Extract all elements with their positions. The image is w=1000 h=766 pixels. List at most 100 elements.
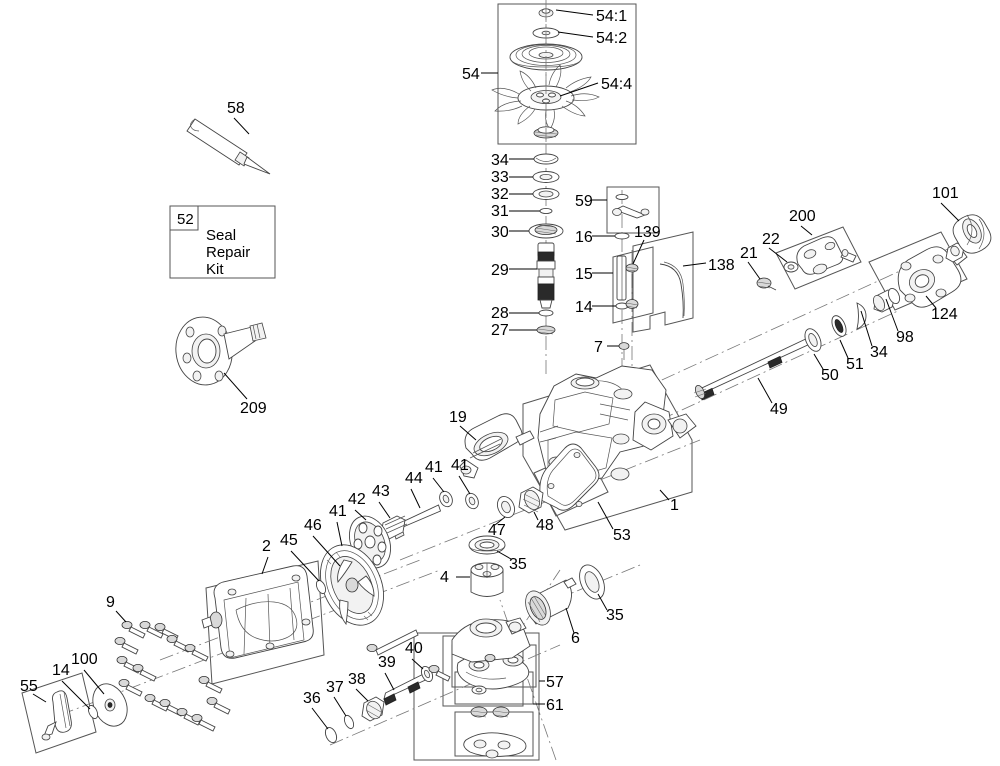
callout-4: 4 [440,569,449,586]
callout-15: 15 [575,266,593,283]
callout-49: 49 [770,401,788,418]
part-41c-washer [465,492,479,510]
part-14b-washer [87,704,99,720]
callout-41c: 41 [451,457,469,474]
callout-59: 59 [575,193,593,210]
kit-number: 52 [177,211,194,228]
group-box-139 [612,246,654,324]
kit-line-1: Seal [206,227,236,244]
part-200-bracket [796,236,857,275]
callout-41a: 41 [425,459,443,476]
callout-6: 6 [571,630,580,647]
callout-43: 43 [372,483,390,500]
group-box-1 [522,364,693,531]
callout-40: 40 [405,640,423,657]
callout-200: 200 [789,208,816,225]
callout-54-4: 54:4 [601,76,632,93]
callout-21: 21 [740,245,758,262]
callout-32: 32 [491,186,509,203]
callout-19: 19 [449,409,467,426]
callout-209: 209 [240,400,267,417]
part-51-bearing [831,315,847,337]
callout-46: 46 [304,517,322,534]
kit-line-3: Kit [206,261,224,278]
callout-labels: 54 54:1 54:2 54:4 58 209 34 33 32 31 30 … [20,8,959,714]
callout-33: 33 [491,169,509,186]
part-46-large-gear [320,544,384,626]
callout-139: 139 [634,224,661,241]
part-209-spindle [175,316,267,386]
part-55-lever [41,690,72,741]
part-4-pump [470,562,504,597]
callout-14b: 14 [52,662,70,679]
callout-7: 7 [594,339,603,356]
part-49-axle-shaft [693,337,810,401]
group-box-200 [775,226,862,290]
part-58-sealant-tube [186,118,271,175]
callout-55: 55 [20,678,38,695]
callout-35a: 35 [509,556,527,573]
callout-101: 101 [932,185,959,202]
part-2-side-housing [201,565,314,659]
part-19-charge-pump [459,413,535,479]
part-98-collar [872,287,901,313]
part-21-nut [756,277,777,291]
callout-35b: 35 [606,607,624,624]
callout-54-2: 54:2 [596,30,627,47]
part-50-bearing [804,328,822,352]
part-47-washer [496,495,516,519]
part-22-washer [783,261,799,273]
callout-57: 57 [546,674,564,691]
part-39-shaft [383,673,427,706]
callout-28: 28 [491,305,509,322]
part-stack-vertical [528,153,564,335]
part-139-fasteners [625,263,639,309]
group-box-59 [606,186,660,234]
callout-124: 124 [931,306,958,323]
part-48-coupler [518,486,544,514]
callout-58: 58 [227,100,245,117]
part-37-washer [343,714,355,730]
part-6-motor [525,577,577,626]
part-21b-nut [945,242,965,263]
part-41a-washer [439,490,453,508]
callout-29: 29 [491,262,509,279]
callout-41b: 41 [329,503,347,520]
callout-30: 30 [491,224,509,241]
callout-100: 100 [71,651,98,668]
callout-51: 51 [846,356,864,373]
part-59-lever [612,193,650,219]
part-101-bearing [952,214,992,254]
part-top-block [366,617,531,682]
group-box-54 [497,3,637,145]
callout-14: 14 [575,299,593,316]
kit-line-2: Repair [206,244,250,261]
leader-lines [32,9,960,730]
part-53-gasket [539,443,600,511]
callout-31: 31 [491,203,509,220]
callout-2: 2 [262,538,271,555]
group-box-138 [632,231,694,333]
callout-45: 45 [280,532,298,549]
part-15-pin [616,255,627,301]
callout-44: 44 [405,470,423,487]
callout-27: 27 [491,322,509,339]
callout-50: 50 [821,367,839,384]
callout-42: 42 [348,491,366,508]
callout-48: 48 [536,517,554,534]
callout-138: 138 [708,257,735,274]
callout-98: 98 [896,329,914,346]
part-35a-bearing [468,535,506,555]
callout-16: 16 [575,229,593,246]
callout-47: 47 [488,522,506,539]
part-38-gear [361,696,385,722]
callout-9: 9 [106,594,115,611]
callout-38: 38 [348,671,366,688]
callout-54: 54 [462,66,480,83]
part-34b-snapring [856,302,867,330]
part-54-fan-assembly [491,8,600,145]
callout-34: 34 [491,152,509,169]
callout-39: 39 [378,654,396,671]
callout-37: 37 [326,679,344,696]
